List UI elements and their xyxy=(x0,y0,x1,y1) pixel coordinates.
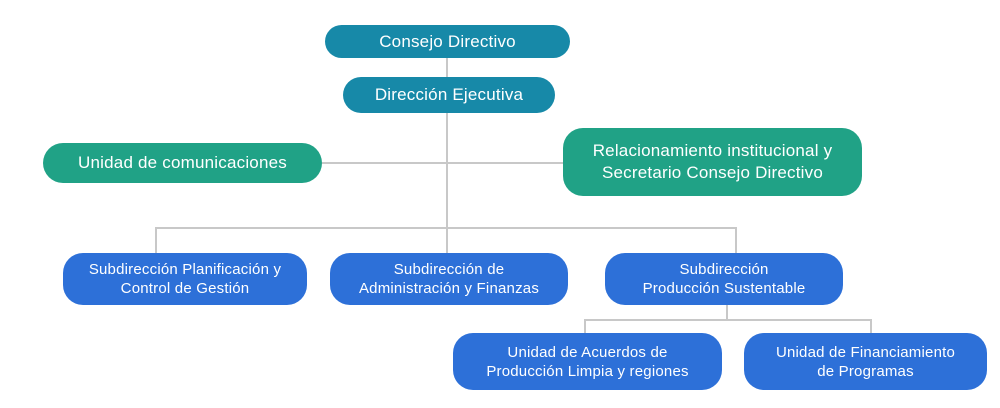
org-node-label: Consejo Directivo xyxy=(379,31,516,51)
connector-line xyxy=(870,319,872,333)
connector-line xyxy=(446,113,448,253)
org-node-relacionamiento-institucional: Relacionamiento institucional y Secretar… xyxy=(563,128,862,196)
org-node-unidad-financiamiento: Unidad de Financiamiento de Programas xyxy=(744,333,987,390)
org-node-label: Subdirección de Administración y Finanza… xyxy=(358,261,540,297)
org-node-label: Subdirección Producción Sustentable xyxy=(642,261,806,297)
connector-line xyxy=(155,227,157,253)
connector-line xyxy=(584,319,872,321)
org-node-consejo-directivo: Consejo Directivo xyxy=(325,25,570,58)
connector-line xyxy=(584,319,586,333)
org-node-subdireccion-planificacion: Subdirección Planificación y Control de … xyxy=(63,253,307,305)
connector-line xyxy=(735,227,737,253)
connector-line xyxy=(155,227,737,229)
org-node-unidad-comunicaciones: Unidad de comunicaciones xyxy=(43,143,322,183)
org-node-direccion-ejecutiva: Dirección Ejecutiva xyxy=(343,77,555,113)
org-node-label: Relacionamiento institucional y Secretar… xyxy=(592,141,833,182)
org-node-label: Unidad de comunicaciones xyxy=(78,153,287,172)
org-node-label: Subdirección Planificación y Control de … xyxy=(88,261,282,297)
org-node-subdireccion-administracion: Subdirección de Administración y Finanza… xyxy=(330,253,568,305)
connector-line xyxy=(726,305,728,321)
org-node-subdireccion-produccion: Subdirección Producción Sustentable xyxy=(605,253,843,305)
connector-line xyxy=(322,162,563,164)
org-node-label: Dirección Ejecutiva xyxy=(374,85,524,104)
org-node-label: Unidad de Financiamiento de Programas xyxy=(775,343,956,380)
org-node-label: Unidad de Acuerdos de Producción Limpia … xyxy=(486,343,689,380)
connector-line xyxy=(446,57,448,77)
org-node-unidad-acuerdos: Unidad de Acuerdos de Producción Limpia … xyxy=(453,333,722,390)
